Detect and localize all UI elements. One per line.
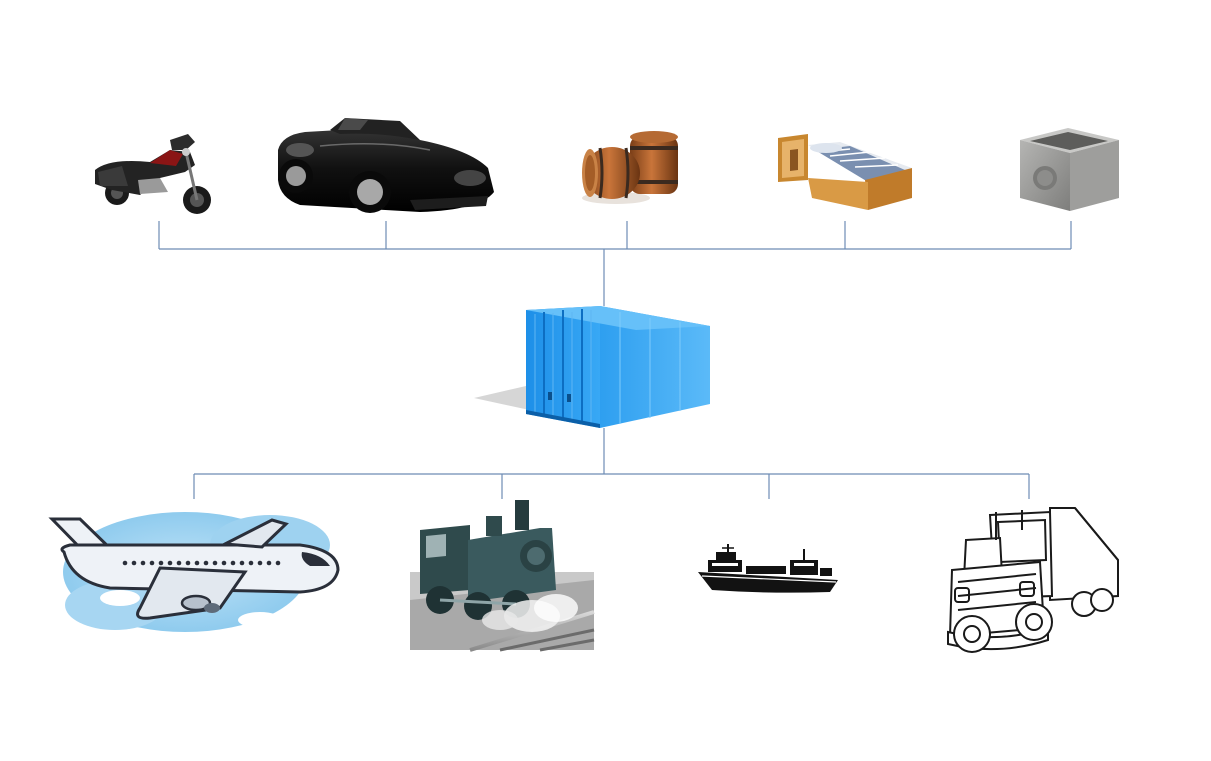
cargo-ship-icon <box>698 544 838 593</box>
motorcycle-icon <box>95 134 211 214</box>
steam-locomotive-icon <box>410 500 595 652</box>
concrete-box-icon <box>1020 128 1119 211</box>
convertible-car-icon <box>278 118 494 213</box>
top-connector-lines <box>158 221 1072 306</box>
airplane-icon <box>48 512 340 632</box>
semi-truck-icon <box>947 507 1119 653</box>
shipping-container-icon <box>474 306 710 428</box>
bed-icon <box>778 134 912 210</box>
bottom-connector-lines <box>193 428 1030 499</box>
wooden-barrels-icon <box>582 131 678 204</box>
